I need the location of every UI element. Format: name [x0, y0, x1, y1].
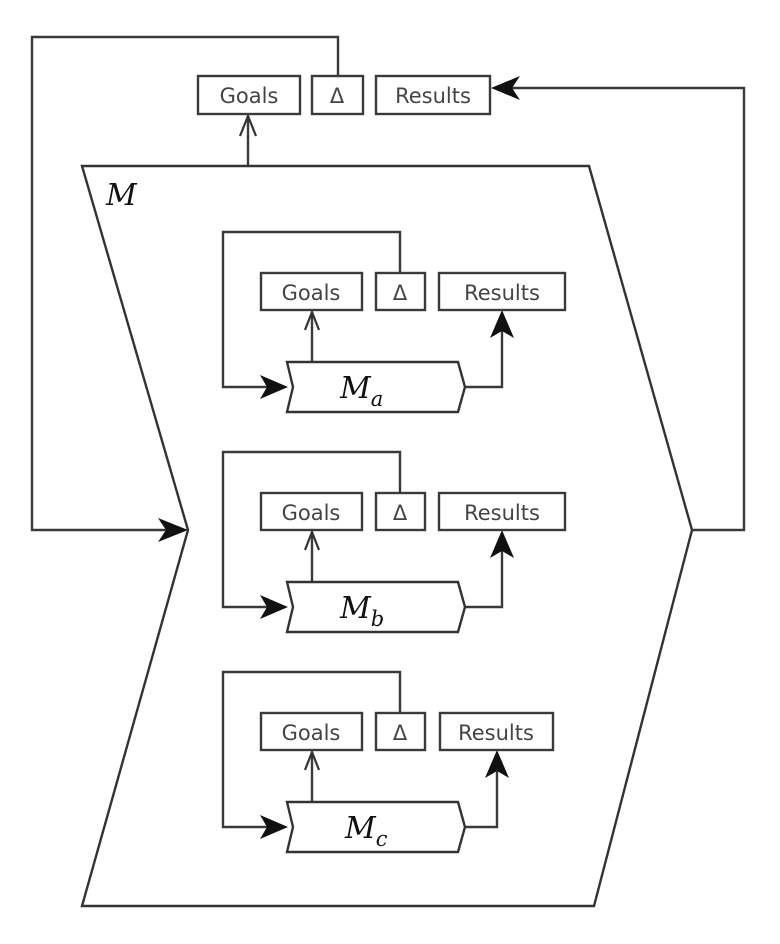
submodule-c-delta-label: Δ	[393, 721, 408, 745]
submodule-a-results-box: Results	[437, 271, 567, 312]
submodule-b-goals-box: Goals	[259, 491, 364, 532]
submodule-b: Goals Δ Results Mb	[221, 450, 567, 634]
submodule-b-goals-label: Goals	[282, 501, 341, 525]
submodule-c-delta-box: Δ	[374, 711, 427, 752]
submodule-a-label: Ma	[339, 371, 383, 411]
submodule-a-feedback-loop	[221, 230, 402, 389]
submodule-b-results-box: Results	[437, 491, 567, 532]
submodule-b-feedback-arrowhead	[260, 595, 288, 619]
submodule-a-goals-arrowhead	[303, 308, 321, 331]
submodule-a-delta-label: Δ	[393, 281, 408, 305]
submodule-c-shape	[285, 800, 467, 854]
submodule-c-results-link	[465, 770, 499, 829]
outer-feedback-loop	[30, 35, 340, 532]
submodule-b-delta-label: Δ	[393, 501, 408, 525]
outer-goals-box: Goals	[196, 74, 302, 116]
outer-delta-label: Δ	[330, 84, 345, 108]
submodule-a-results-arrowhead	[490, 310, 514, 338]
submodule-a-feedback-arrowhead	[260, 375, 288, 399]
outer-results-arrowhead	[491, 76, 520, 100]
outer-results-label: Results	[395, 84, 471, 108]
submodule-b-feedback-loop	[221, 450, 402, 609]
outer-module-label: M	[105, 178, 138, 213]
submodule-a-results-label: Results	[464, 281, 540, 305]
submodule-a-goals-label: Goals	[282, 281, 341, 305]
submodule-b-label: Mb	[339, 591, 384, 631]
submodule-c-goals-box: Goals	[259, 711, 364, 752]
submodule-b-results-link	[465, 550, 504, 609]
submodule-c: Goals Δ Results Mc	[221, 670, 555, 854]
submodule-a: Goals Δ Results Ma	[221, 230, 567, 414]
submodule-c-results-box: Results	[438, 711, 555, 752]
submodule-b-delta-box: Δ	[374, 491, 427, 532]
submodule-c-results-arrowhead	[485, 750, 509, 778]
submodule-b-shape	[285, 580, 467, 634]
outer-results-box: Results	[374, 74, 492, 116]
submodule-c-label: Mc	[344, 811, 388, 851]
submodule-c-goals-label: Goals	[282, 721, 341, 745]
submodule-a-shape	[285, 360, 467, 414]
outer-delta-box: Δ	[310, 74, 365, 116]
submodule-a-delta-box: Δ	[374, 271, 427, 312]
submodule-c-results-label: Results	[458, 721, 534, 745]
submodule-c-goals-arrowhead	[303, 748, 321, 771]
submodule-b-goals-arrowhead	[303, 528, 321, 551]
submodule-b-results-arrowhead	[490, 530, 514, 558]
outer-goals-arrowhead	[238, 113, 258, 137]
submodule-b-results-label: Results	[464, 501, 540, 525]
outer-results-loop	[510, 86, 746, 532]
outer-goals-label: Goals	[220, 84, 279, 108]
outer-feedback-arrowhead	[158, 518, 188, 542]
submodule-c-feedback-loop	[221, 670, 402, 829]
submodule-a-goals-box: Goals	[259, 271, 364, 312]
submodule-c-feedback-arrowhead	[260, 815, 288, 839]
submodule-a-results-link	[465, 330, 504, 389]
